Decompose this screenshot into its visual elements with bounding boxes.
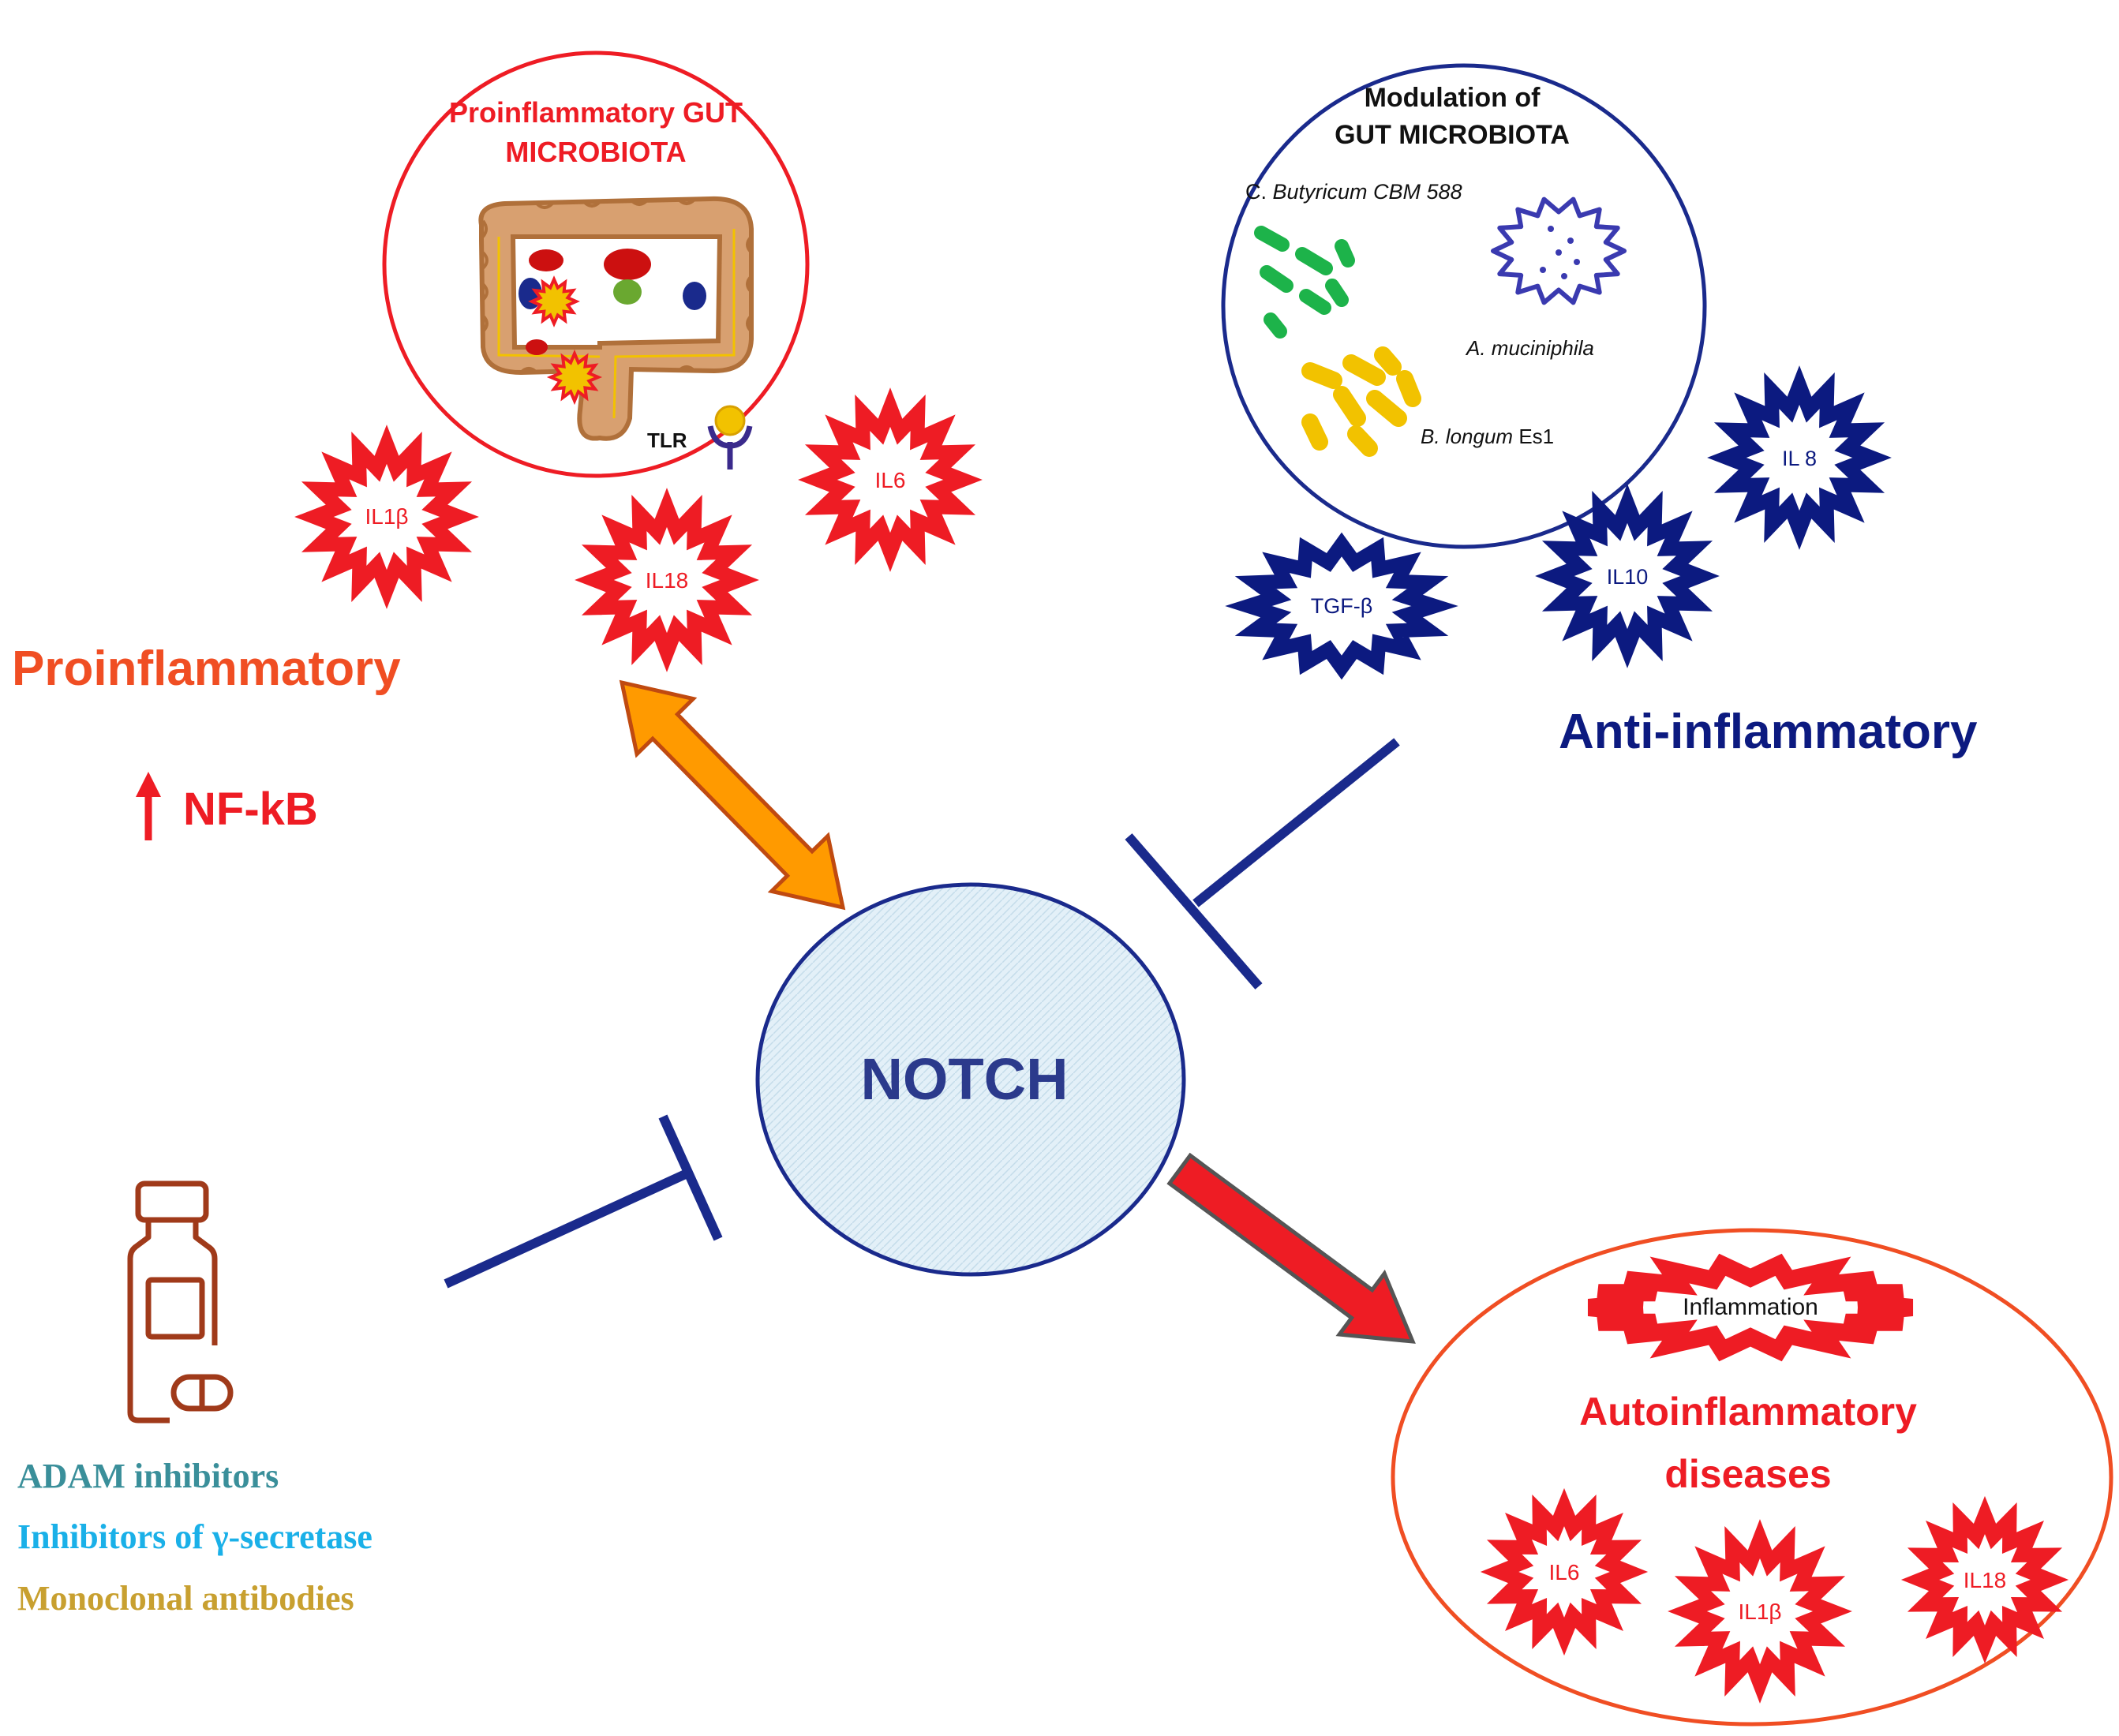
a-muciniphila-bacteria-icon — [1491, 196, 1627, 305]
b-longum-bacteria-icon — [1301, 346, 1421, 457]
cytokine-il8-star: IL 8 — [1707, 365, 1892, 550]
cytokine-tgfb-star: TGF-β — [1225, 532, 1458, 680]
cytokine-label: IL6 — [1549, 1560, 1580, 1584]
notch-to-disease-arrow — [1166, 1152, 1416, 1344]
cytokine-il6-star: IL6 — [1480, 1487, 1649, 1656]
inflammation-star — [1587, 1253, 1914, 1362]
autoinflammatory-title-line1: Autoinflammatory — [1579, 1390, 1917, 1434]
cytokine-label: IL1β — [1738, 1599, 1781, 1624]
cytokine-label: TGF-β — [1311, 594, 1373, 618]
anti-inflammatory-label: Anti-inflammatory — [1559, 705, 1978, 759]
modulation-panel-title-line2: GUT MICROBIOTA — [1335, 120, 1570, 150]
modulation-panel-circle — [1221, 63, 1707, 549]
cytokine-label: IL18 — [646, 568, 689, 593]
modulation-panel-title-line1: Modulation of — [1365, 83, 1541, 113]
anti-inflammatory-inhibition-line — [1125, 738, 1400, 990]
notch-circle — [755, 882, 1186, 1277]
tlr-receptor-icon — [707, 405, 753, 470]
cytokine-label: IL6 — [875, 468, 906, 492]
cytokine-label: IL10 — [1607, 565, 1649, 589]
nfkb-up-arrow-icon — [136, 772, 161, 840]
c-butyricum-bacteria-icon — [1254, 226, 1355, 339]
autoinflammatory-title-line2: diseases — [1664, 1452, 1831, 1496]
nfkb-label: NF-kB — [183, 784, 318, 835]
proinflammatory-cell-icon — [528, 275, 580, 327]
notch-label: NOTCH — [860, 1046, 1068, 1112]
cytokine-label: IL18 — [1964, 1568, 2007, 1592]
inflammation-label: Inflammation — [1683, 1294, 1818, 1320]
tlr-label: TLR — [647, 428, 687, 452]
proinflammatory-cell-icon — [546, 349, 603, 406]
proinflammatory-label: Proinflammatory — [12, 642, 401, 696]
proinflammatory-microbiota-panel: Proinflammatory GUT MICROBIOTA TLR — [382, 51, 810, 478]
bidirectional-arrow — [619, 679, 846, 911]
drug-bottle-icon — [127, 1180, 234, 1424]
proinflammatory-panel-title-line1: Proinflammatory GUT — [449, 96, 743, 129]
cytokine-il1b-star: IL1β — [1668, 1519, 1852, 1704]
butyricum-label: C. Butyricum CBM 588 — [1245, 180, 1462, 204]
cytokine-label: IL 8 — [1782, 447, 1817, 470]
cytokine-il10-star: IL10 — [1535, 484, 1720, 668]
adam-inhibitors-label: ADAM inhibitors — [17, 1457, 279, 1495]
cytokine-il18-star: IL18 — [1900, 1495, 2069, 1664]
modulation-microbiota-panel: Modulation of GUT MICROBIOTA C. Butyricu… — [1221, 63, 1707, 549]
monoclonal-antibodies-label: Monoclonal antibodies — [17, 1579, 354, 1618]
cytokine-label: IL1β — [365, 504, 408, 529]
gamma-secretase-inhibitors-label: Inhibitors of γ-secretase — [17, 1517, 373, 1556]
proinflammatory-panel-title-line2: MICROBIOTA — [505, 136, 686, 168]
cytokine-il6-star: IL6 — [798, 387, 983, 572]
autoinflammatory-panel: Inflammation Autoinflammatory diseases I… — [1391, 1228, 2113, 1727]
colon-icon — [478, 196, 754, 441]
longum-label: B. longum Es1 — [1421, 425, 1554, 448]
muciniphila-label: A. muciniphila — [1465, 336, 1594, 360]
cytokine-il18-star: IL18 — [575, 488, 759, 672]
inhibitors-inhibition-line — [444, 1114, 723, 1289]
cytokine-il1b-star: IL1β — [294, 425, 479, 609]
notch-node: NOTCH — [755, 882, 1186, 1277]
